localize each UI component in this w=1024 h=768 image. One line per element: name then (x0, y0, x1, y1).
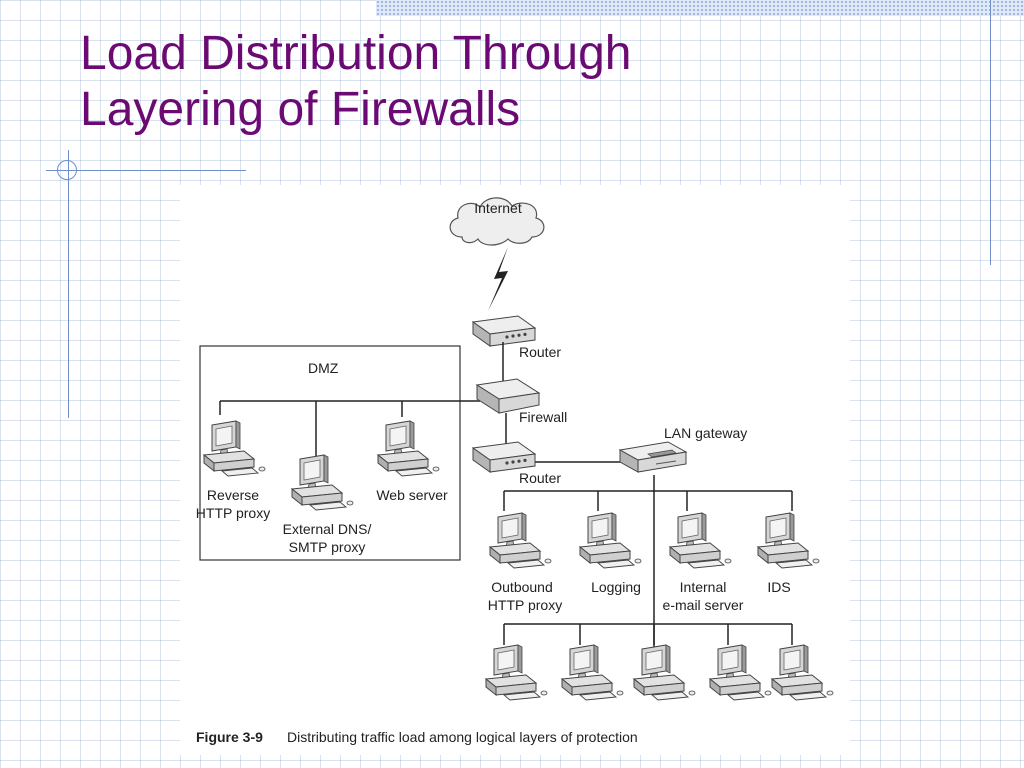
internet-cloud-icon (449, 197, 545, 246)
slide-title: Load Distribution Through Layering of Fi… (80, 26, 760, 138)
firewall-icon (475, 378, 541, 414)
figure-caption-text: Distributing traffic load among logical … (287, 729, 638, 745)
workstation-computer-icon (485, 644, 548, 701)
outbound-proxy-computer-icon (489, 512, 552, 569)
reverse-proxy-computer-icon (203, 420, 266, 477)
internal-mail-label-line2: e-mail server (663, 597, 744, 613)
dmz-label: DMZ (308, 360, 339, 376)
workstation-computer-icon (633, 644, 696, 701)
workstation-computer-icon (771, 644, 834, 701)
figure-caption-label: Figure 3-9 (196, 729, 263, 745)
slide-title-line2: Layering of Firewalls (80, 83, 521, 136)
internet-label: Internet (474, 200, 522, 216)
decorative-crosshair-circle (57, 160, 77, 180)
router-top-label: Router (519, 344, 561, 360)
logging-label: Logging (591, 579, 641, 595)
decorative-left-rule (68, 150, 69, 418)
ids-computer-icon (757, 512, 820, 569)
lan-gateway-label: LAN gateway (664, 425, 747, 441)
workstation-computer-icon (561, 644, 624, 701)
decorative-top-band (376, 0, 1024, 16)
network-diagram: Internet Router DMZ (180, 185, 850, 755)
router-bottom-icon (472, 441, 536, 473)
router-top-icon (472, 315, 536, 347)
lightning-bolt-icon (488, 247, 508, 311)
ids-label: IDS (767, 579, 790, 595)
internal-mail-computer-icon (669, 512, 732, 569)
web-server-label: Web server (376, 487, 448, 503)
outbound-proxy-label-line2: HTTP proxy (488, 597, 562, 613)
network-diagram-svg: Internet Router DMZ (196, 197, 834, 745)
dmz-boundary-box (199, 345, 461, 561)
external-dns-computer-icon (291, 454, 354, 511)
external-dns-label-line2: SMTP proxy (289, 539, 366, 555)
lan-gateway-icon (618, 441, 688, 473)
decorative-title-underline (46, 170, 246, 171)
external-dns-label-line1: External DNS/ (283, 521, 372, 537)
reverse-proxy-label-line2: HTTP proxy (196, 505, 270, 521)
workstation-computer-icon (709, 644, 772, 701)
slide-title-line1: Load Distribution Through (80, 27, 632, 80)
firewall-label: Firewall (519, 409, 567, 425)
decorative-right-rule (990, 0, 991, 265)
internal-mail-label-line1: Internal (680, 579, 727, 595)
reverse-proxy-label-line1: Reverse (207, 487, 259, 503)
outbound-proxy-label-line1: Outbound (491, 579, 553, 595)
logging-computer-icon (579, 512, 642, 569)
router-bottom-label: Router (519, 470, 561, 486)
web-server-computer-icon (377, 420, 440, 477)
